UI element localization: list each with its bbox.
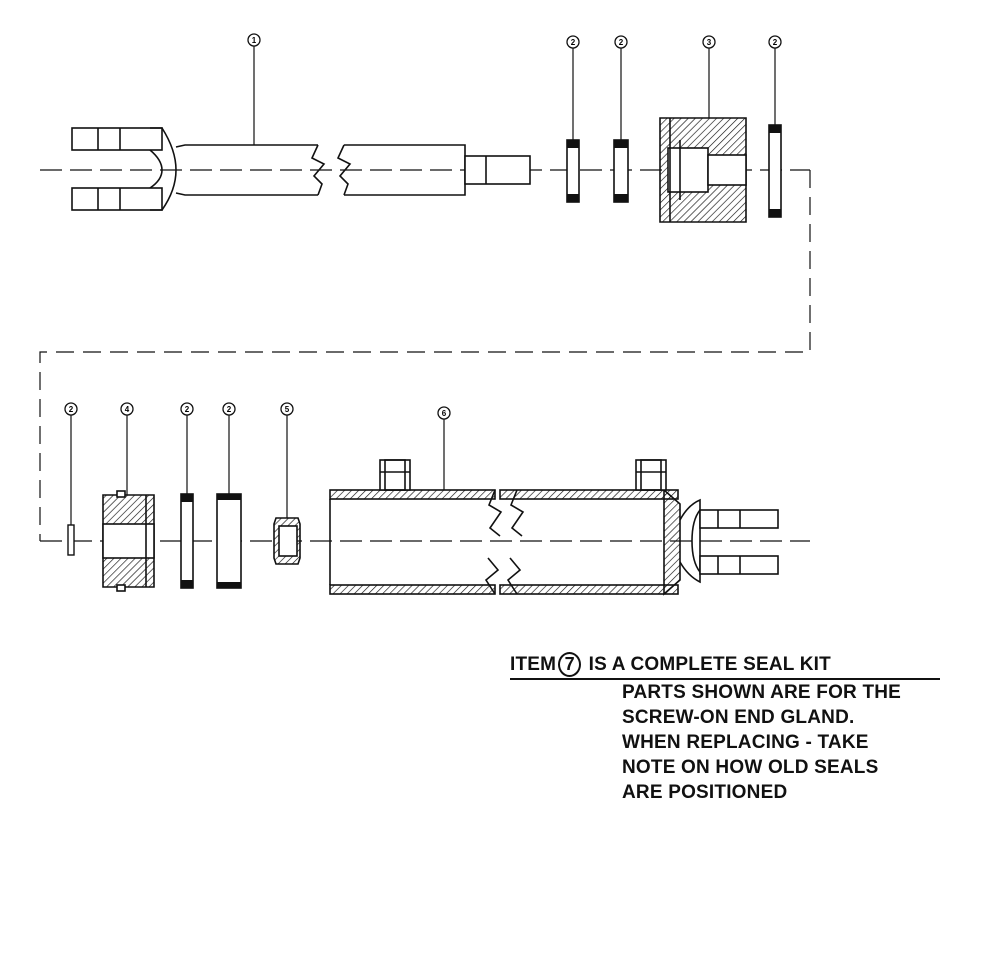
svg-text:6: 6	[442, 409, 447, 418]
note-line-1: PARTS SHOWN ARE FOR THE	[622, 682, 902, 704]
callout-2-lower-thin: 2	[64, 402, 78, 416]
svg-text:2: 2	[619, 38, 624, 47]
seal-upper-a	[566, 139, 580, 203]
callout-1: 1	[247, 33, 261, 47]
note-title-suffix: IS A COMPLETE SEAL KIT	[588, 654, 831, 675]
svg-text:1: 1	[252, 36, 257, 45]
svg-text:4: 4	[125, 405, 130, 414]
callout-2-upper-a: 2	[566, 35, 580, 49]
cylinder-barrel	[329, 459, 681, 596]
callout-6: 6	[437, 406, 451, 420]
callout-2-lower-a: 2	[180, 402, 194, 416]
svg-text:5: 5	[285, 405, 290, 414]
note-line-5: ARE POSITIONED	[622, 782, 788, 804]
callout-2-lower-b: 2	[222, 402, 236, 416]
svg-text:2: 2	[227, 405, 232, 414]
callout-2-upper-c: 2	[768, 35, 782, 49]
svg-text:2: 2	[69, 405, 74, 414]
item-7-callout: 7	[558, 652, 582, 678]
svg-text:3: 3	[707, 38, 712, 47]
wiper-seal	[273, 517, 301, 565]
callout-3: 3	[702, 35, 716, 49]
rod-clevis	[71, 127, 177, 211]
seal-lower-b	[216, 493, 242, 589]
barrel-clevis	[679, 498, 779, 584]
assembly-connector	[39, 170, 811, 541]
svg-text:2: 2	[773, 38, 778, 47]
svg-text:2: 2	[571, 38, 576, 47]
piston-rod	[175, 144, 531, 196]
seal-upper-b	[613, 139, 629, 203]
seal-lower-thin	[67, 524, 75, 556]
note-line-3: WHEN REPLACING - TAKE	[622, 732, 869, 754]
seal-lower-a	[180, 493, 194, 589]
note-line-2: SCREW-ON END GLAND.	[622, 707, 855, 729]
callout-4: 4	[120, 402, 134, 416]
callout-2-upper-b: 2	[614, 35, 628, 49]
note-line-4: NOTE ON HOW OLD SEALS	[622, 757, 879, 779]
note-prefix: ITEM	[510, 654, 557, 675]
seal-upper-c	[768, 124, 782, 218]
end-gland	[659, 117, 747, 223]
svg-text:2: 2	[185, 405, 190, 414]
callout-5: 5	[280, 402, 294, 416]
piston	[102, 490, 155, 592]
